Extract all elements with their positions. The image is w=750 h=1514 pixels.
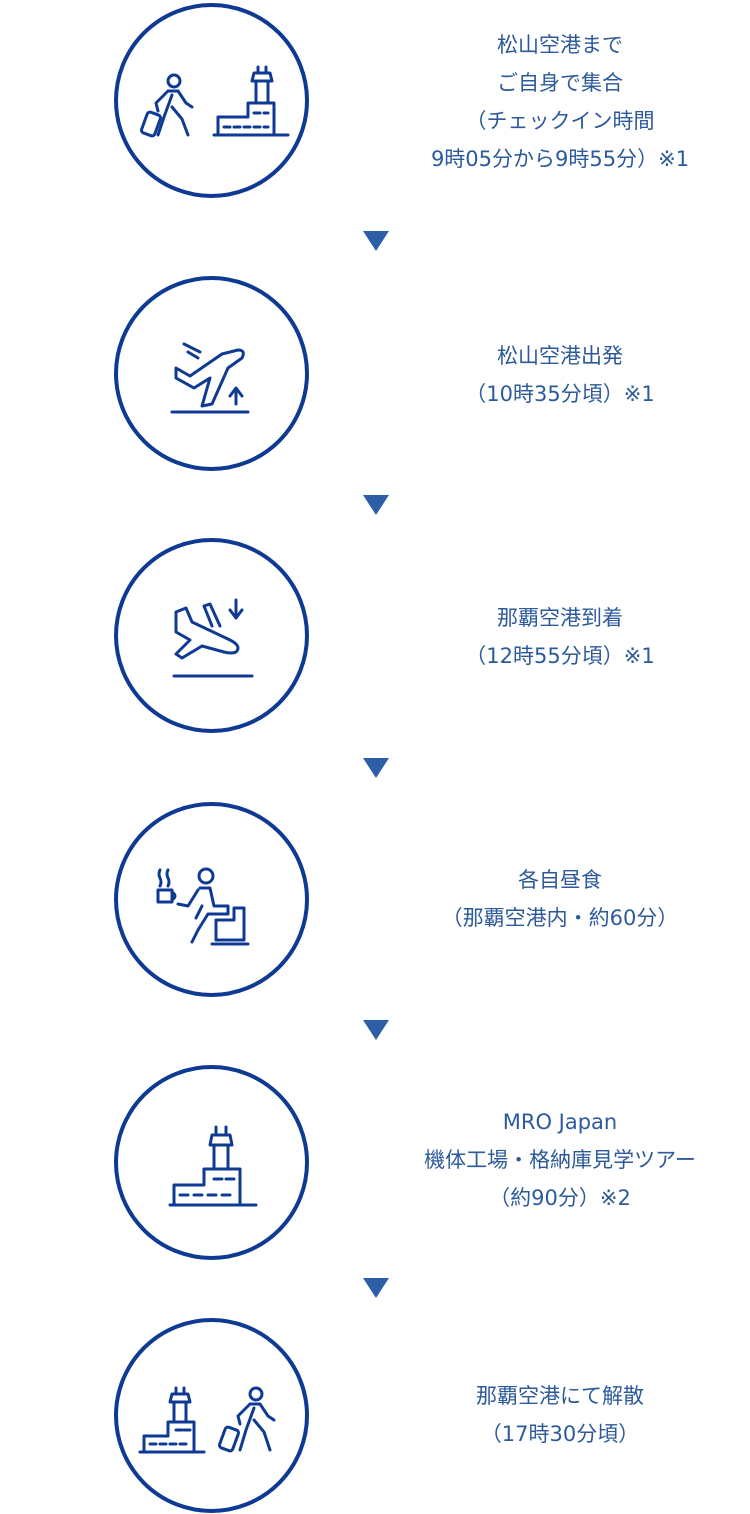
traveler-to-airport-icon	[140, 65, 290, 138]
airplane-takeoff-icon	[170, 342, 250, 414]
step-5-line-2: 機体工場・格納庫見学ツアー	[424, 1148, 696, 1172]
step-3-line-1: 那覇空港到着	[497, 606, 623, 630]
step-1-line-4: 9時05分から9時55分）※1	[430, 147, 690, 171]
step-4-line-2: （那覇空港内・約60分）	[441, 906, 679, 930]
airport-traveler-depart-icon	[138, 1386, 276, 1454]
step-4-label: 各自昼食 （那覇空港内・約60分）	[370, 854, 750, 944]
step-5-line-3: （約90分）※2	[489, 1186, 631, 1210]
step-2-line-2: （10時35分頃）※1	[465, 382, 655, 406]
step-5-line-1: MRO Japan	[502, 1110, 618, 1134]
step-2-line-1: 松山空港出発	[497, 344, 623, 368]
step-3-label: 那覇空港到着 （12時55分頃）※1	[370, 592, 750, 682]
step-6-line-2: （17時30分頃）	[480, 1422, 640, 1446]
step-4-circle	[114, 802, 309, 997]
step-1-circle	[114, 3, 309, 198]
down-triangle-icon	[363, 231, 389, 251]
airport-tower-icon	[168, 1125, 258, 1207]
step-1-line-2: ご自身で集合	[497, 71, 623, 95]
step-6-label: 那覇空港にて解散 （17時30分頃）	[370, 1370, 750, 1460]
airplane-landing-icon	[172, 598, 254, 678]
step-2-label: 松山空港出発 （10時35分頃）※1	[370, 330, 750, 420]
down-triangle-icon	[363, 1020, 389, 1040]
step-3-circle	[114, 538, 309, 733]
down-triangle-icon	[363, 495, 389, 515]
step-5-circle	[114, 1065, 309, 1260]
step-4-line-1: 各自昼食	[518, 868, 602, 892]
step-1-line-1: 松山空港まで	[497, 33, 623, 57]
down-triangle-icon	[363, 1278, 389, 1298]
step-6-circle	[114, 1318, 309, 1513]
step-5-label: MRO Japan 機体工場・格納庫見学ツアー （約90分）※2	[370, 1100, 750, 1220]
lunch-seated-person-icon	[156, 867, 250, 946]
down-triangle-icon	[363, 758, 389, 778]
step-1-label: 松山空港まで ご自身で集合 （チェックイン時間 9時05分から9時55分）※1	[370, 12, 750, 192]
step-6-line-1: 那覇空港にて解散	[476, 1384, 644, 1408]
step-1-line-3: （チェックイン時間	[465, 109, 655, 133]
step-2-circle	[114, 276, 309, 471]
step-3-line-2: （12時55分頃）※1	[465, 644, 655, 668]
